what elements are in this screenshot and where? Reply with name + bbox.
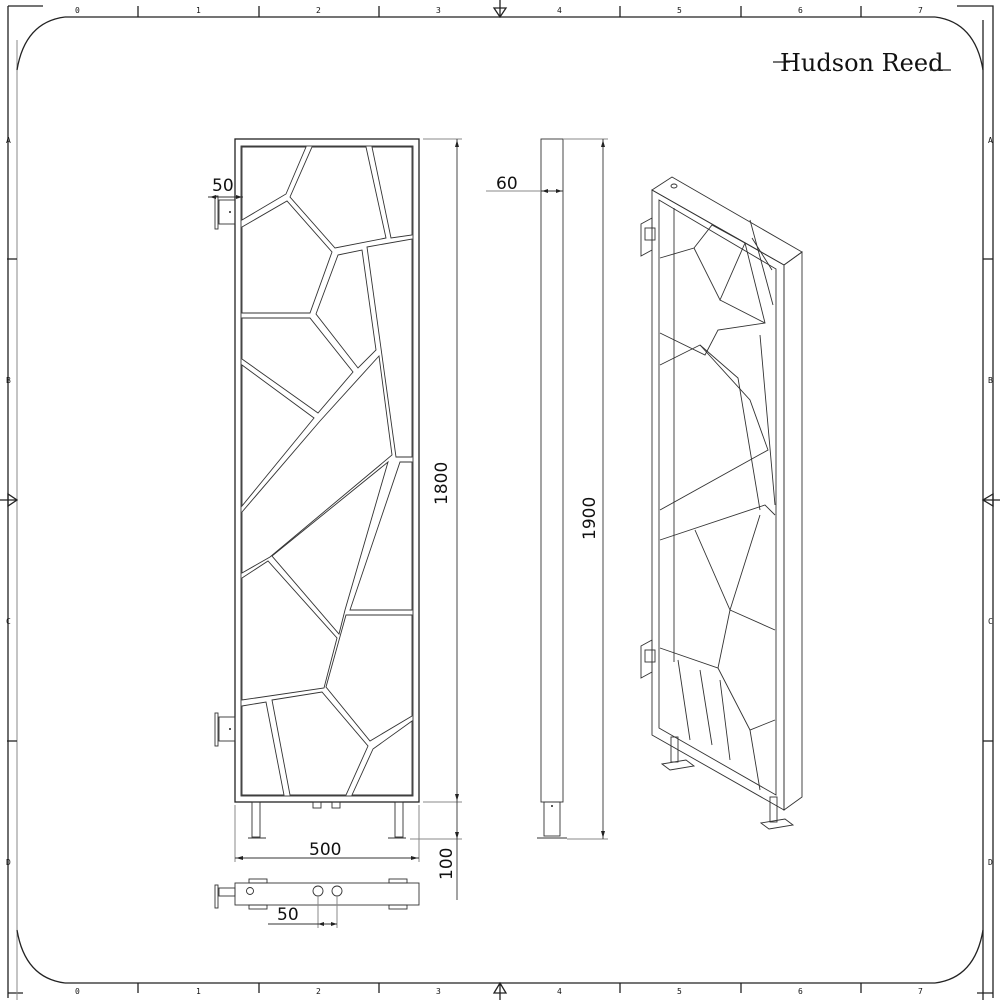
row-labels-left: A B C D [6, 136, 11, 867]
svg-text:A: A [6, 136, 11, 145]
svg-text:4: 4 [557, 987, 562, 996]
svg-text:500: 500 [309, 840, 341, 860]
wall-bracket-top [214, 195, 236, 230]
svg-text:5: 5 [677, 987, 682, 996]
svg-text:1900: 1900 [580, 497, 600, 540]
center-marker-bottom [492, 981, 508, 1000]
svg-text:D: D [988, 858, 993, 867]
svg-text:B: B [988, 376, 993, 385]
svg-text:2: 2 [316, 987, 321, 996]
svg-text:3: 3 [436, 6, 441, 15]
svg-text:4: 4 [557, 6, 562, 15]
svg-text:1: 1 [196, 6, 201, 15]
svg-text:C: C [988, 617, 993, 626]
svg-text:5: 5 [677, 6, 682, 15]
front-elevation: 50 1800 100 500 [208, 138, 462, 900]
svg-text:6: 6 [798, 6, 803, 15]
iso-pattern [659, 219, 776, 791]
svg-text:7: 7 [918, 6, 923, 15]
geometric-pattern [241, 146, 413, 796]
svg-text:3: 3 [436, 987, 441, 996]
svg-text:50: 50 [212, 176, 234, 196]
svg-text:6: 6 [798, 987, 803, 996]
svg-text:D: D [6, 858, 11, 867]
center-marker-right [981, 492, 1000, 508]
row-labels-right: A B C D [988, 136, 993, 867]
column-labels-bottom: 0 1 2 3 4 5 6 7 [75, 987, 923, 996]
svg-text:C: C [6, 617, 11, 626]
svg-text:2: 2 [316, 6, 321, 15]
center-marker-top [492, 0, 508, 19]
svg-text:A: A [988, 136, 993, 145]
wall-bracket-bottom [214, 712, 236, 747]
svg-text:1800: 1800 [432, 462, 452, 505]
svg-text:1: 1 [196, 987, 201, 996]
brand-logo: Hudson Reed [773, 49, 951, 77]
svg-text:Hudson Reed: Hudson Reed [780, 49, 943, 77]
column-labels-top: 0 1 2 3 4 5 6 7 [75, 6, 923, 15]
isometric-view [640, 176, 803, 830]
svg-text:7: 7 [918, 987, 923, 996]
center-marker-left [0, 492, 19, 508]
legs [248, 801, 406, 839]
svg-text:60: 60 [496, 174, 518, 194]
svg-text:B: B [6, 376, 11, 385]
svg-text:100: 100 [437, 848, 457, 880]
side-elevation: 60 1900 [486, 138, 608, 840]
svg-text:0: 0 [75, 6, 80, 15]
svg-text:0: 0 [75, 987, 80, 996]
svg-text:50: 50 [277, 905, 299, 925]
plan-view: 50 [214, 878, 420, 928]
